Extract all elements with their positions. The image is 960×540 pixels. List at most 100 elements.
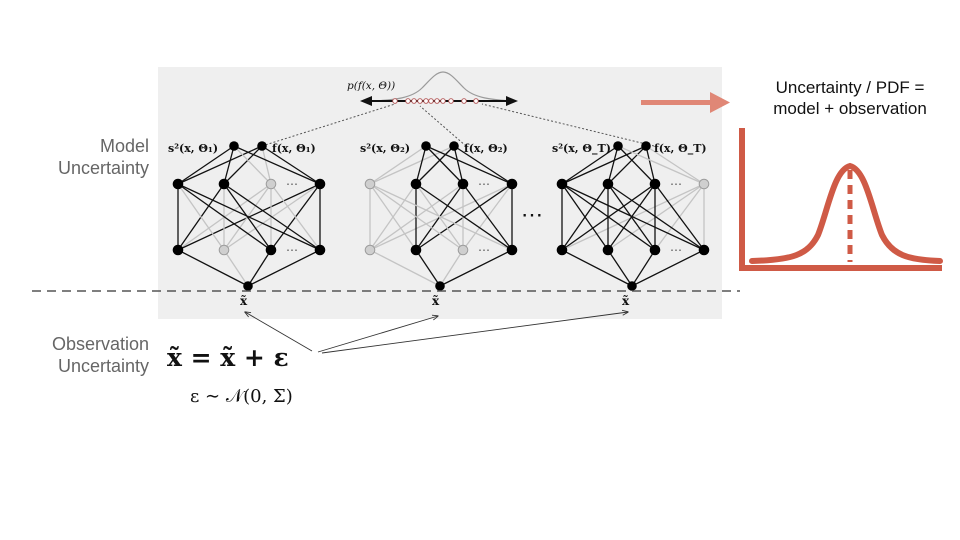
edge-hidden-hidden: [177, 183, 321, 251]
edge-hidden-output: [261, 145, 272, 185]
edge-input-hidden: [607, 249, 633, 287]
edge-hidden-output: [425, 145, 513, 185]
edge-hidden-output: [617, 145, 705, 185]
input-label-net-2: x̃: [432, 294, 440, 308]
hidden-node: [457, 244, 469, 256]
hidden-node: [698, 244, 710, 256]
ensemble-samples: [392, 98, 479, 104]
edge-hidden-hidden: [177, 183, 272, 251]
output-caption: Uncertainty / PDF = model + observation: [750, 77, 950, 119]
ensemble-sample-point: [411, 98, 417, 104]
hidden-node: [364, 244, 376, 256]
hidden-node: [172, 178, 184, 190]
hidden-ellipsis: ⋯: [286, 243, 298, 257]
ensemble-sample-point: [417, 98, 423, 104]
edge-input-hidden: [415, 249, 441, 287]
edge-hidden-output: [177, 145, 235, 185]
variance-label-net-T: s²(x, Θ_T): [552, 142, 611, 156]
edge-input-hidden: [247, 249, 272, 287]
ensemble-sample-point: [405, 98, 411, 104]
hidden-node: [602, 244, 614, 256]
hidden-node: [649, 244, 661, 256]
edge-hidden-hidden: [223, 183, 321, 251]
ensemble-output-label: p(f(x, Θ)): [347, 80, 395, 92]
hidden-node: [218, 178, 230, 190]
ensemble-sample-point: [473, 98, 479, 104]
noise-equation: x̃ = x̃ + ε: [167, 343, 289, 372]
output-node: [641, 141, 651, 151]
edge-hidden-hidden: [561, 183, 656, 251]
pdf-curve: [749, 162, 943, 264]
mean-label-net-2: f(x, Θ₂): [464, 142, 508, 155]
hidden-node: [506, 244, 518, 256]
ensemble-ellipsis: ⋯: [521, 203, 543, 228]
hidden-node: [218, 244, 230, 256]
network-T-labels: s²(x, Θ_T) f(x, Θ_T) x̃: [552, 142, 707, 308]
ensemble-pdf-curve: [371, 71, 515, 102]
observation-uncertainty-label: Observation Uncertainty: [10, 333, 149, 377]
edge-hidden-output: [415, 145, 455, 185]
edge-hidden-hidden: [654, 183, 705, 251]
edge-hidden-hidden: [369, 183, 464, 251]
hidden-node: [364, 178, 376, 190]
result-arrow: [641, 92, 730, 113]
observation-uncertainty-line-1: Observation: [51, 334, 149, 354]
connector-net-T: [481, 103, 655, 147]
input-node: [243, 281, 253, 291]
hidden-ellipsis: ⋯: [670, 243, 682, 257]
noise-arrow-net-T: [321, 312, 628, 354]
edge-input-hidden: [631, 249, 656, 287]
input-node: [435, 281, 445, 291]
input-label-net-T: x̃: [622, 294, 630, 308]
output-node: [257, 141, 267, 151]
ensemble-sample-point: [434, 98, 440, 104]
noise-arrows: [245, 312, 628, 354]
hidden-ellipsis: ⋯: [478, 177, 490, 191]
output-node: [449, 141, 459, 151]
edge-input-hidden: [439, 249, 513, 287]
ensemble-sample-point: [448, 98, 454, 104]
hidden-node: [556, 178, 568, 190]
ensemble-sample-point: [440, 98, 446, 104]
edge-hidden-output: [223, 145, 263, 185]
hidden-ellipsis: ⋯: [286, 177, 298, 191]
edge-hidden-output: [617, 145, 656, 185]
output-caption-line-1: Uncertainty / PDF =: [775, 78, 925, 97]
edge-hidden-output: [645, 145, 705, 185]
hidden-node: [698, 178, 710, 190]
input-node: [627, 281, 637, 291]
noise-arrow-net-1: [245, 312, 313, 352]
axis-arrowhead-left: [360, 96, 372, 106]
hidden-node: [265, 244, 277, 256]
output-connectors: [261, 103, 655, 147]
hidden-node: [602, 178, 614, 190]
network-2-labels: s²(x, Θ₂) f(x, Θ₂) x̃: [360, 142, 508, 308]
model-uncertainty-line-2: Uncertainty: [57, 158, 149, 178]
network-1: ⋯⋯: [172, 141, 326, 291]
output-caption-line-2: model + observation: [773, 99, 927, 118]
edge-hidden-output: [453, 145, 513, 185]
hidden-node: [314, 178, 326, 190]
edge-hidden-hidden: [561, 183, 609, 251]
result-arrow-shaft: [641, 100, 713, 105]
output-node: [229, 141, 239, 151]
ensemble-sample-point: [392, 98, 398, 104]
edge-hidden-output: [233, 145, 272, 185]
edge-input-hidden: [439, 249, 464, 287]
network-1-labels: s²(x, Θ₁) f(x, Θ₁) x̃: [168, 142, 316, 308]
edge-hidden-hidden: [369, 183, 513, 251]
variance-label-net-1: s²(x, Θ₁): [168, 142, 218, 155]
edge-input-hidden: [223, 249, 249, 287]
network-2: ⋯⋯: [364, 141, 518, 291]
ensemble-sample-point: [423, 98, 429, 104]
hidden-node: [314, 244, 326, 256]
hidden-node: [556, 244, 568, 256]
hidden-node: [457, 178, 469, 190]
edge-input-hidden: [177, 249, 249, 287]
edge-hidden-hidden: [177, 183, 225, 251]
axis-arrowhead-right: [506, 96, 518, 106]
edge-input-hidden: [369, 249, 441, 287]
noise-distribution: ε ∼ 𝒩(0, Σ): [190, 386, 293, 407]
edge-hidden-output: [261, 145, 321, 185]
